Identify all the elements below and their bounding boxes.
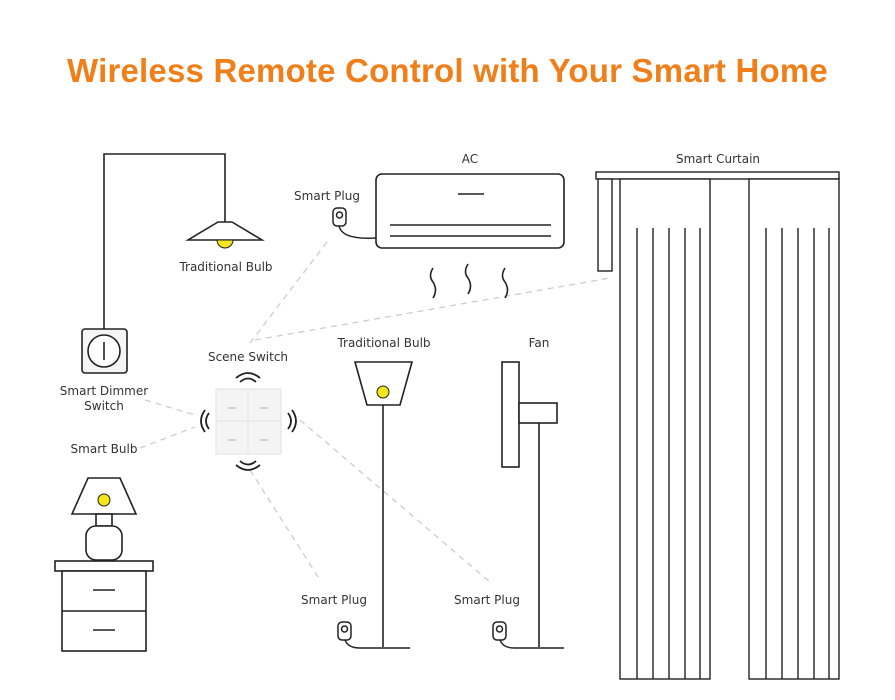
wireless-links [139,237,611,583]
curtain-icon [595,171,840,680]
smart-plug-lamp-label: Smart Plug [301,593,367,607]
scene-switch-label: Scene Switch [208,350,288,364]
smart-dimmer-label: Smart Dimmer [60,384,148,398]
smart-plug-ac-label: Smart Plug [294,189,360,203]
link-lamp-plug [249,469,321,581]
link-curtain [254,277,611,341]
ac-label: AC [462,152,478,166]
air-conditioner-icon [375,173,565,299]
nightstand-icon [54,560,154,652]
ceiling-lamp-icon [103,153,265,330]
smart-plug-icon [332,207,377,239]
scene-switch-icon[interactable] [200,372,297,471]
traditional-bulb-floor-label: Traditional Bulb [336,336,430,350]
smart-dimmer-label-2: Switch [84,399,124,413]
smart-plug-icon [337,621,361,649]
table-lamp-icon [70,477,138,561]
link-dimmer [144,399,196,416]
airflow-icon [429,263,509,299]
floor-lamp-icon [353,361,414,649]
smart-plug-fan-label: Smart Plug [454,593,520,607]
smart-curtain-label: Smart Curtain [676,152,760,166]
dimmer-switch-icon [81,328,128,374]
wireless-signal-icon [200,372,297,471]
link-ac-plug [249,237,331,344]
page-title: Wireless Remote Control with Your Smart … [67,52,828,89]
fan-label: Fan [529,336,550,350]
smart-bulb-label: Smart Bulb [71,442,138,456]
smart-plug-icon [492,621,515,649]
fan-icon [501,361,564,649]
traditional-bulb-ceiling-label: Traditional Bulb [178,260,272,274]
link-smart-bulb [139,426,196,449]
link-fan-plug [299,419,491,583]
